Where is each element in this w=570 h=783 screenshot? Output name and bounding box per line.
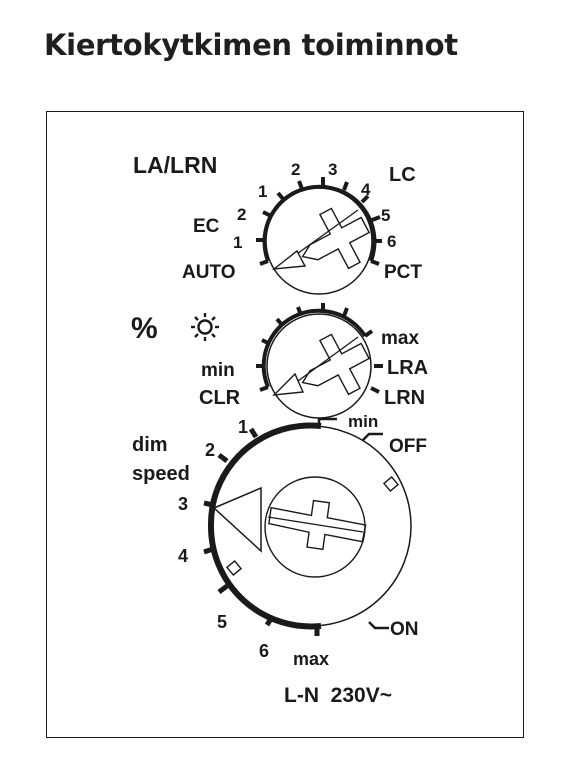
dial-big-label: dim bbox=[132, 434, 168, 456]
selector-knob-mid[interactable] bbox=[272, 324, 379, 411]
dial-top-label: 2 bbox=[291, 160, 300, 179]
dial-big-label: OFF bbox=[389, 436, 427, 457]
dial-big-label: 3 bbox=[178, 494, 188, 514]
dial-top-scale-arc bbox=[262, 184, 377, 262]
dial-top-label: 3 bbox=[328, 160, 337, 179]
dial-top-label: 2 bbox=[237, 205, 246, 224]
dial-big-label: max bbox=[293, 649, 329, 669]
dial-top-label: AUTO bbox=[182, 262, 235, 283]
sun-brightness-icon bbox=[191, 313, 219, 341]
mode-label-la-lrn: LA/LRN bbox=[133, 152, 217, 178]
dial-big-label: 4 bbox=[178, 546, 188, 566]
dial-top-label: 1 bbox=[258, 182, 267, 201]
dial-big: dim speed 1 2 3 4 5 6 max min OFF ON bbox=[132, 412, 427, 669]
dial-mid-label: LRA bbox=[387, 357, 428, 379]
dial-mid: % max LRA LRN CLR min bbox=[131, 303, 428, 419]
dial-top-ticks bbox=[256, 177, 382, 266]
voltage-rating: L-N 230V~ bbox=[284, 684, 392, 707]
dial-big-label: ON bbox=[390, 619, 419, 640]
page-title: Kiertokytkimen toiminnot bbox=[44, 28, 458, 62]
dial-mid-label: min bbox=[201, 360, 235, 381]
dial-big-label: 1 bbox=[238, 417, 248, 437]
dial-top-label: 4 bbox=[361, 180, 371, 199]
dial-top-label: 5 bbox=[381, 206, 390, 225]
selector-knob-big[interactable] bbox=[212, 476, 368, 578]
dial-mid-ticks bbox=[256, 303, 383, 394]
dial-big-scale-arc-lower bbox=[207, 525, 322, 630]
dial-big-label: 6 bbox=[259, 641, 269, 661]
dial-top: LA/LRN LC 1 2 3 4 5 6 PCT AUTO 1 EC 2 bbox=[133, 152, 422, 295]
dial-big-label: speed bbox=[132, 463, 190, 485]
dial-top-label: PCT bbox=[384, 262, 422, 283]
dial-big-pointer bbox=[212, 486, 262, 553]
dial-top-pointer bbox=[271, 249, 307, 270]
dial-big-label: 2 bbox=[205, 440, 215, 460]
dial-big-label: min bbox=[348, 412, 378, 431]
diagram-panel: LA/LRN LC 1 2 3 4 5 6 PCT AUTO 1 EC 2 bbox=[46, 111, 524, 738]
dial-big-range-marks bbox=[317, 417, 389, 630]
dial-mid-pointer bbox=[272, 372, 305, 396]
dial-big-scale-arc-upper bbox=[214, 422, 322, 492]
label-lc: LC bbox=[389, 164, 416, 186]
dial-top-label: EC bbox=[193, 216, 220, 237]
dial-mid-label: max bbox=[381, 328, 419, 349]
dial-big-label: 5 bbox=[217, 612, 227, 632]
dial-big-ticks bbox=[203, 427, 320, 636]
dial-top-label: 1 bbox=[233, 233, 242, 252]
dial-top-label: 6 bbox=[387, 232, 396, 251]
dial-mid-label: LRN bbox=[384, 387, 425, 409]
dial-big-notch-right bbox=[382, 475, 400, 493]
dial-mid-label: CLR bbox=[199, 387, 241, 409]
percent-label: % bbox=[131, 312, 158, 345]
dial-big-notch-left bbox=[225, 559, 243, 577]
selector-knob-top[interactable] bbox=[271, 198, 379, 285]
